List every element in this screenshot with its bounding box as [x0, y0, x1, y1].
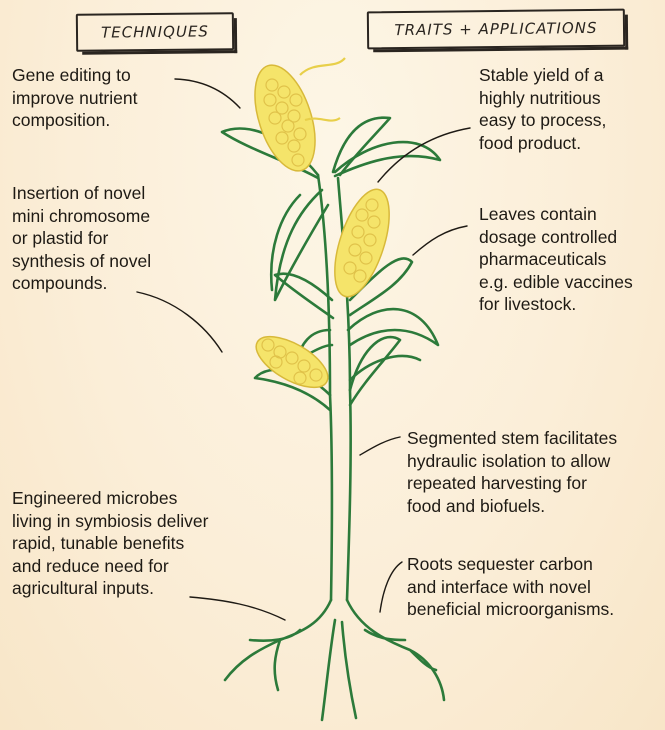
annotation-mini-chromosome: Insertion of novel mini chromosome or pl…	[12, 182, 151, 295]
annotation-leaves: Leaves contain dosage controlled pharmac…	[479, 203, 633, 316]
leader-microbes	[190, 597, 285, 620]
left-long-leaf	[275, 190, 328, 300]
leader-stem	[360, 437, 400, 455]
annotation-gene-editing: Gene editing to improve nutrient composi…	[12, 64, 137, 132]
leader-gene-editing	[175, 79, 240, 108]
techniques-header: TECHNIQUES	[76, 12, 234, 52]
stem	[330, 390, 351, 600]
leader-stable-yield	[378, 128, 470, 182]
leader-mini-chromosome	[137, 292, 222, 352]
annotation-stem: Segmented stem facilitates hydraulic iso…	[407, 427, 617, 517]
annotation-microbes: Engineered microbes living in symbiosis …	[12, 487, 208, 600]
annotation-roots: Roots sequester carbon and interface wit…	[407, 553, 614, 621]
leader-leaves	[413, 226, 467, 255]
leader-roots	[380, 562, 402, 612]
corn-cob-top	[243, 58, 345, 179]
mid-leaf-right-long	[348, 309, 438, 345]
corn-cob-middle	[324, 183, 400, 303]
lower-leaf-right	[350, 337, 400, 405]
annotation-stable-yield: Stable yield of a highly nutritious easy…	[479, 64, 606, 154]
traits-header: TRAITS + APPLICATIONS	[367, 9, 625, 50]
